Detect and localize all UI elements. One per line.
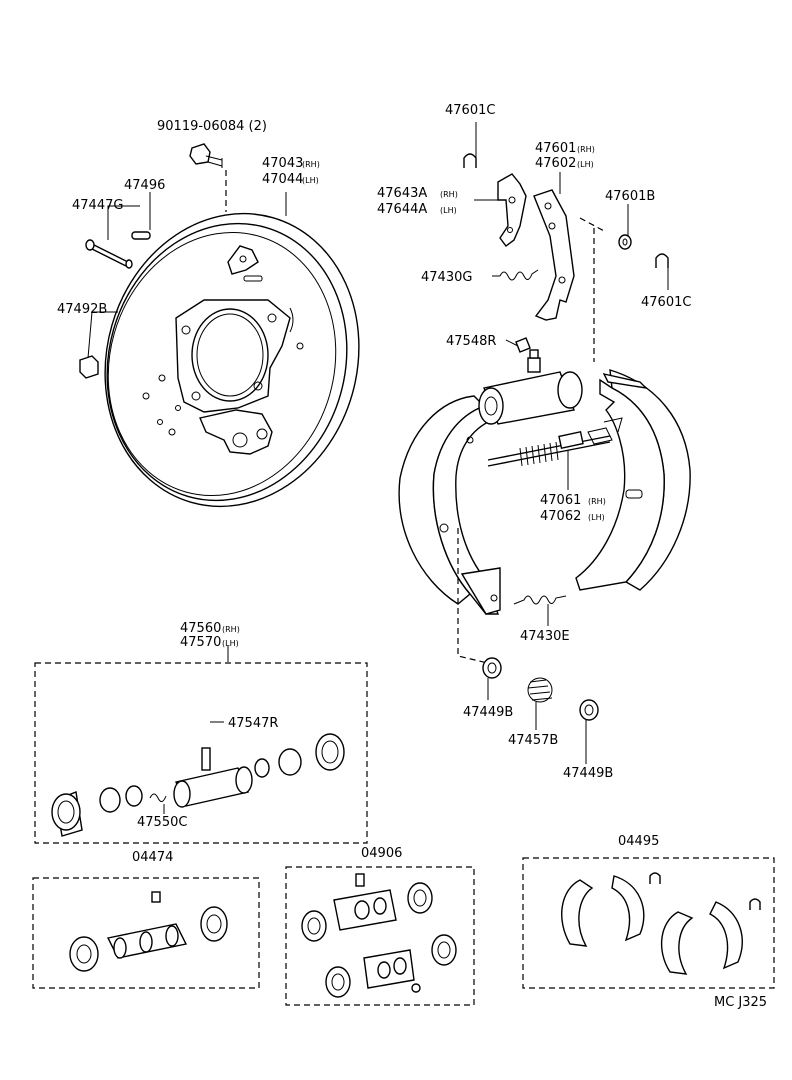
clip-47601c-top-icon [463,153,477,168]
kit-04474-parts [69,891,228,972]
label-47044: 47044 [262,172,303,187]
label-47602-side: (LH) [577,160,594,169]
label-47643a-side: (RH) [440,190,458,199]
label-47547r: 47547R [228,716,278,731]
kit-04474-box [32,877,260,989]
label-47043-side: (RH) [302,160,320,169]
label-47601: 47601 [535,141,576,156]
label-47449b-left: 47449B [463,705,513,720]
leader-lines [87,122,669,814]
label-47062: 47062 [540,509,581,524]
pin-47447g-icon [85,239,133,269]
right-brake-shoe [575,369,691,591]
label-47550c: 47550C [137,815,187,830]
label-kit-04474: 04474 [132,850,173,865]
label-47061-side: (RH) [588,497,606,506]
bolt-icon [189,143,223,168]
part-labels: 90119-06084 (2) 47043 (RH) 47044 (LH) 47… [57,103,767,1010]
label-47496: 47496 [124,178,165,193]
kit-04906-parts [301,873,457,998]
spring-47430e-icon [513,595,567,605]
label-47062-side: (LH) [588,513,605,522]
label-47601-side: (RH) [577,145,595,154]
clip-47601c-right-icon [655,253,669,268]
label-47560-side: (RH) [222,625,240,634]
label-47061: 47061 [540,493,581,508]
label-47643a: 47643A [377,186,427,201]
wheel-cylinder-top [478,349,583,425]
label-47449b-right: 47449B [563,766,613,781]
label-47492b: 47492B [57,302,107,317]
label-47430g: 47430G [421,270,472,285]
label-47560: 47560 [180,621,221,636]
label-47044-side: (LH) [302,176,319,185]
backing-plate [104,170,360,508]
label-47447g: 47447G [72,198,123,213]
label-47548r: 47548R [446,334,496,349]
strut-47643a-icon [497,173,527,247]
spring-47457b-icon [527,677,553,703]
wheel-cylinder-exploded [51,733,345,837]
clip-47496-icon [131,231,151,240]
bleeder-47548r-icon [515,337,531,353]
label-47601b: 47601B [605,189,655,204]
label-47043: 47043 [262,156,303,171]
label-bolt: 90119-06084 (2) [157,119,267,134]
label-kit-04906: 04906 [361,846,402,861]
left-brake-shoe [398,395,501,615]
kit-04495-parts [561,872,761,975]
kit-04495-box [522,857,775,989]
wheel-cylinder-box [34,662,368,844]
label-47570-side: (LH) [222,639,239,648]
label-47430e: 47430E [520,629,570,644]
label-47644a-side: (LH) [440,206,457,215]
cup-47449b-right-icon [579,699,599,721]
label-kit-04495: 04495 [618,834,659,849]
label-47602: 47602 [535,156,576,171]
kit-04906-box [285,866,475,1006]
washer-47601b-icon [618,234,632,250]
label-47644a: 47644A [377,202,427,217]
cup-47449b-left-icon [482,657,502,679]
lever-47601-icon [533,189,575,321]
label-47601c-top: 47601C [445,103,495,118]
plug-47492b-icon [79,355,99,379]
spring-47430g-icon [499,269,539,281]
label-code: MC J325 [714,995,767,1010]
adjuster-assembly [487,417,623,467]
label-47570: 47570 [180,635,221,650]
label-47601c-right: 47601C [641,295,691,310]
label-47457b: 47457B [508,733,558,748]
